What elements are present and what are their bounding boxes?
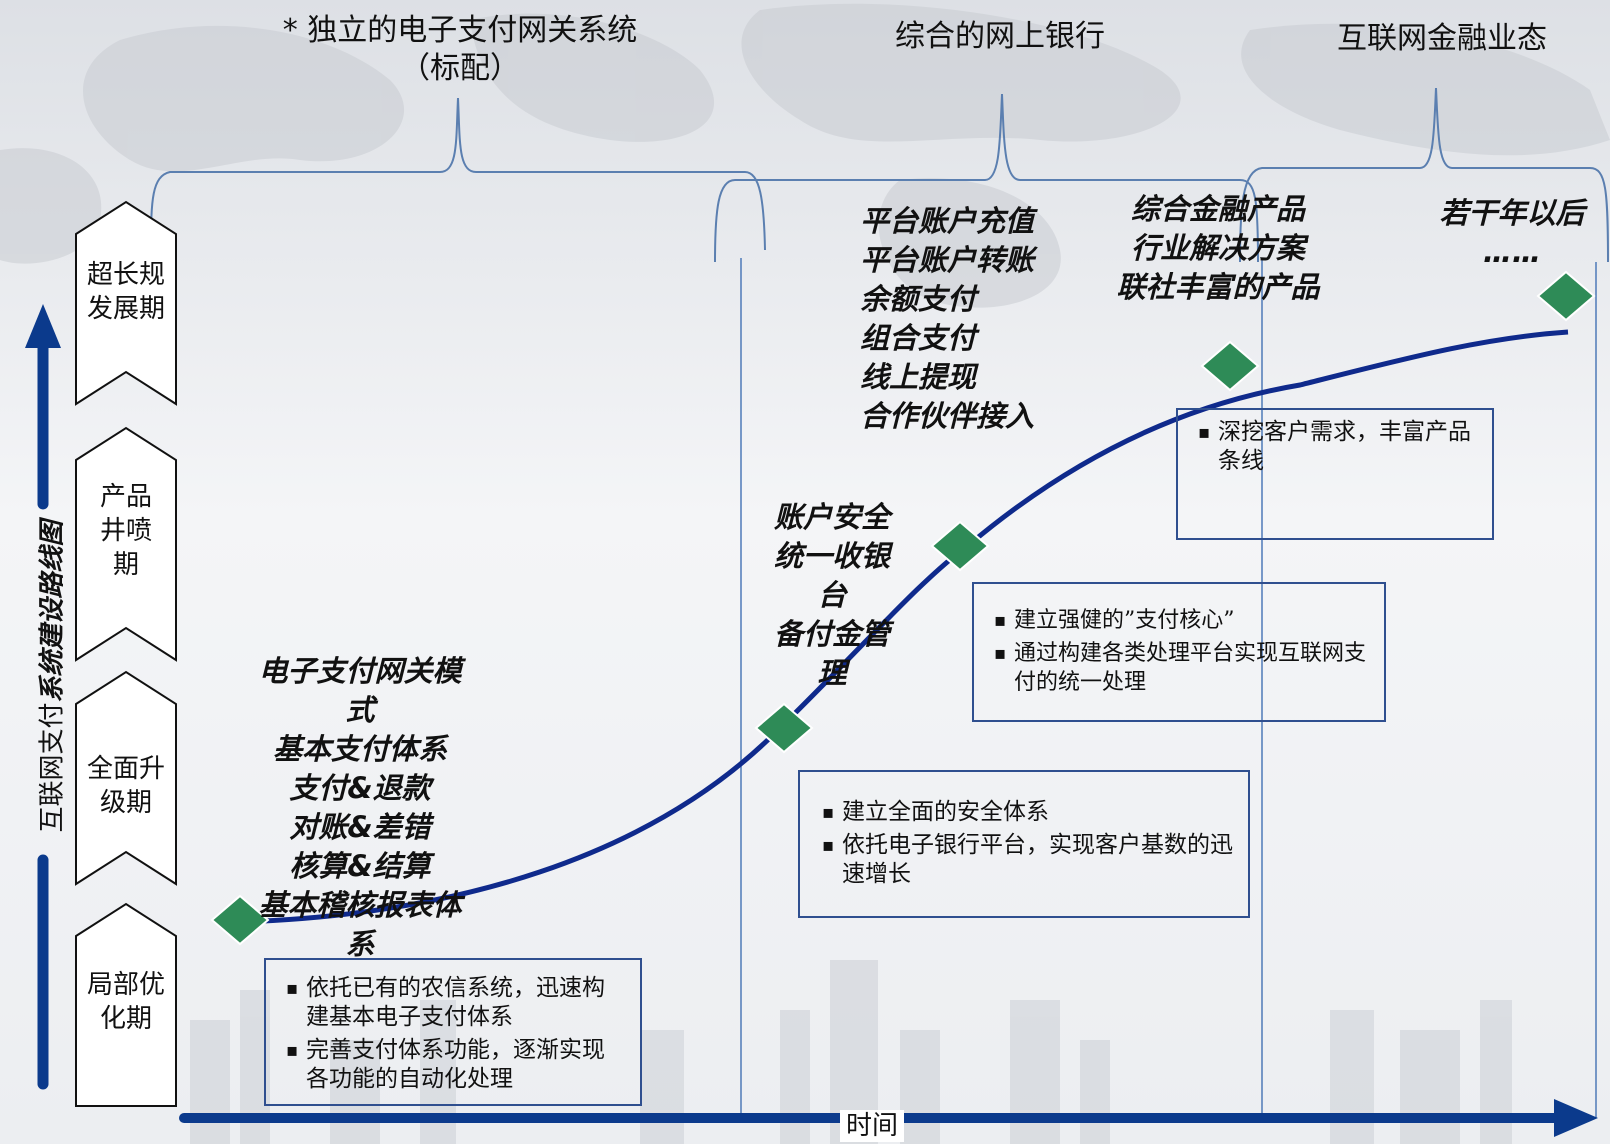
milestone-item: 账户安全 [773,500,890,534]
milestone-item: 备付金管 [773,617,890,651]
x-axis-label: 时间 [840,1110,905,1142]
stage-chevron-0 [75,200,177,406]
stage-label-3: 局部优 化期 [78,968,174,1036]
note-box-4: 深挖客户需求，丰富产品条线 [1176,408,1494,540]
milestone-item: 核算&结算 [289,849,431,883]
milestone-item: 若干年以后 [1439,196,1585,230]
milestone-item: 综合金融产品 [1130,192,1305,226]
milestone-diamond-1 [210,894,270,946]
stage-label-1: 产品 井喷 期 [78,480,174,582]
stage-chevron-1 [75,426,177,662]
milestone-diamond-2 [754,702,814,754]
milestone-item: 对账&差错 [289,810,431,844]
stage-label-2-line: 级期 [99,788,152,818]
y-axis-label-a: 互联网支付 [37,702,68,833]
milestone-list-2: 账户安全统一收银台备付金管理 [762,498,902,693]
note-bullet: 通过构建各类处理平台实现互联网支付的统一处理 [994,639,1370,697]
milestone-item: 组合支付 [860,321,977,355]
stage-label-0: 超长规 发展期 [78,258,174,326]
phase-bracket-1 [150,97,766,251]
phase-title-3: 互联网金融业态 [1337,21,1547,56]
y-axis-label: 互联网支付系统建设路线图 [32,517,69,837]
milestone-item: 平台账户充值 [860,204,1035,238]
phase-title-1: * 独立的电子支付网关系统 （标配） [270,12,650,88]
milestone-item: 基本支付体系 [272,732,447,766]
note-bullet: 依托已有的农信系统，迅速构建基本电子支付体系 [286,974,626,1032]
stage-chevron-3 [75,902,177,1107]
milestone-item: 式 [345,693,375,727]
milestone-item: 理 [817,656,847,690]
milestone-item: 合作伙伴接入 [860,399,1035,433]
note-bullet: 建立全面的安全体系 [822,798,1234,827]
milestone-item: 统一收银 [773,539,890,573]
milestone-diamond-3 [930,520,990,572]
milestone-item: 联社丰富的产品 [1116,270,1320,304]
phase-title-1-line1: * 独立的电子支付网关系统 [282,13,638,48]
milestone-list-3: 平台账户充值平台账户转账余额支付组合支付线上提现合作伙伴接入 [860,202,1070,436]
note-box-2: 建立全面的安全体系依托电子银行平台，实现客户基数的迅速增长 [798,770,1250,918]
milestone-item: 支付&退款 [289,771,431,805]
milestone-item: 系 [345,927,375,961]
note-bullet: 深挖客户需求，丰富产品条线 [1198,418,1478,476]
note-bullet: 依托电子银行平台，实现客户基数的迅速增长 [822,831,1234,889]
stage-label-0-line: 发展期 [86,294,165,324]
y-axis-arrow-head [25,304,61,348]
stage-label-1-line: 井喷 [99,516,152,546]
note-bullet: 完善支付体系功能，逐渐实现各功能的自动化处理 [286,1036,626,1094]
milestone-item: 余额支付 [860,282,977,316]
stage-label-2: 全面升 级期 [78,752,174,820]
stage-label-1-line: 期 [112,550,139,580]
note-bullet: 建立强健的”支付核心” [994,606,1370,635]
stage-label-0-line: 超长规 [86,260,165,290]
milestone-diamond-5 [1536,270,1596,322]
milestone-item: …… [1483,235,1541,269]
milestone-item: 基本稽核报表体 [258,888,462,922]
stage-label-3-line: 局部优 [86,970,165,1000]
stage-chevron-2 [75,670,177,886]
phase-bracket-3 [1239,87,1609,263]
y-axis-label-b: 系统建设路线图 [37,520,68,703]
milestone-item: 平台账户转账 [860,243,1035,277]
milestone-item: 电子支付网关模 [258,654,462,688]
stage-label-1-line: 产品 [99,482,152,512]
note-box-3: 建立强健的”支付核心” 通过构建各类处理平台实现互联网支付的统一处理 [972,582,1386,722]
stage-label-2-line: 全面升 [86,754,165,784]
milestone-list-4: 综合金融产品行业解决方案联社丰富的产品 [1098,190,1338,307]
milestone-diamond-4 [1200,340,1260,392]
milestone-list-5: 若干年以后 …… [1422,194,1602,272]
phase-title-1-line2: （标配） [400,51,520,86]
phase-title-2: 综合的网上银行 [895,19,1105,54]
note-box-1: 依托已有的农信系统，迅速构建基本电子支付体系完善支付体系功能，逐渐实现各功能的自… [264,958,642,1106]
stage-label-3-line: 化期 [99,1004,152,1034]
milestone-list-1: 电子支付网关模式基本支付体系支付&退款对账&差错核算&结算基本稽核报表体系 [240,652,480,964]
milestone-item: 台 [817,578,847,612]
milestone-item: 线上提现 [860,360,977,394]
x-axis-arrow-head [1554,1099,1598,1137]
milestone-item: 行业解决方案 [1130,231,1305,265]
phase-bracket-2 [714,93,1259,263]
